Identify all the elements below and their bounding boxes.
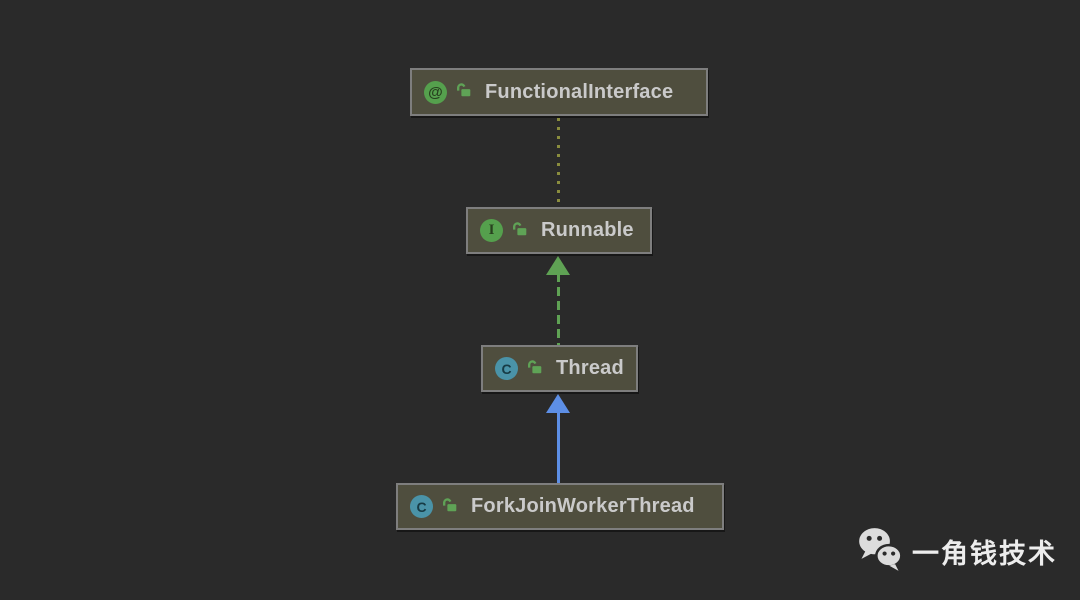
edge-implements-dashed-line bbox=[557, 273, 560, 345]
interface-icon: I bbox=[480, 219, 503, 242]
edge-annotation-dotted-line bbox=[557, 118, 560, 206]
edge-implements-arrowhead bbox=[546, 256, 570, 275]
class-node-forkjoinworkerthread[interactable]: C ForkJoinWorkerThread bbox=[396, 483, 724, 530]
node-label: ForkJoinWorkerThread bbox=[471, 495, 695, 517]
lock-open-icon bbox=[455, 81, 472, 103]
edge-extends-solid-line bbox=[557, 411, 560, 483]
node-label: Thread bbox=[556, 357, 624, 379]
class-node-thread[interactable]: C Thread bbox=[481, 345, 638, 392]
lock-open-icon bbox=[511, 220, 528, 242]
watermark-label: 一角钱技术 bbox=[912, 539, 1057, 569]
class-node-runnable[interactable]: I Runnable bbox=[466, 207, 652, 254]
class-icon: C bbox=[410, 495, 433, 518]
wechat-icon bbox=[855, 524, 905, 579]
annotation-icon: @ bbox=[424, 80, 447, 104]
lock-open-icon bbox=[441, 496, 458, 518]
class-node-functionalinterface[interactable]: @ FunctionalInterface bbox=[410, 68, 708, 116]
class-icon: C bbox=[495, 357, 518, 380]
node-label: FunctionalInterface bbox=[485, 80, 674, 103]
node-label: Runnable bbox=[541, 219, 634, 241]
lock-open-icon bbox=[526, 358, 543, 380]
edge-extends-arrowhead bbox=[546, 394, 570, 413]
watermark: 一角钱技术 bbox=[855, 524, 1057, 579]
